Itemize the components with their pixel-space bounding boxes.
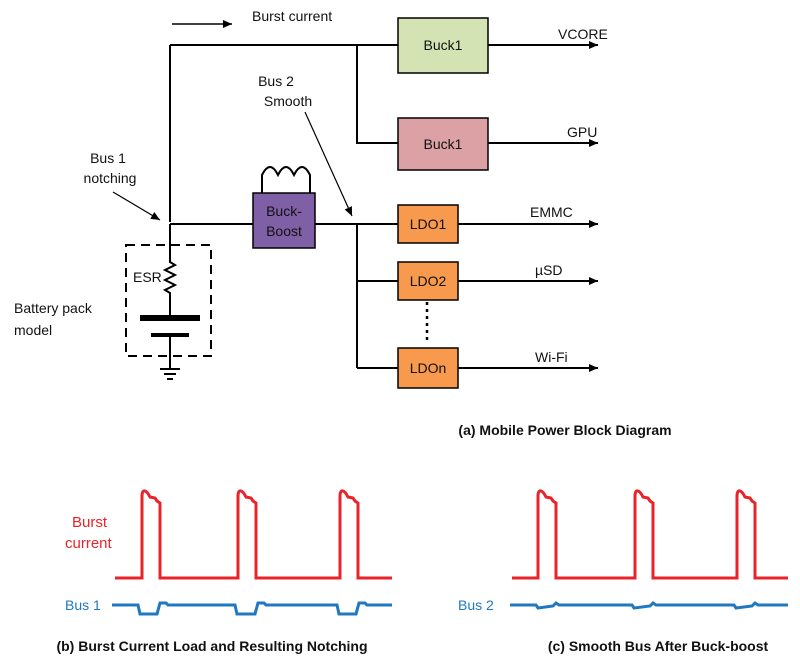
- battery-pack-box: [125, 244, 212, 357]
- ldo2-block: [397, 261, 459, 301]
- buck-boost-label-line1: Buck-: [266, 203, 302, 219]
- bus1-notching-trace: [112, 601, 392, 616]
- gpu-output-label: GPU: [567, 124, 597, 140]
- buck1-gpu-label: Buck1: [424, 136, 463, 152]
- bus1-pointer: [112, 191, 161, 221]
- burst-label-line1: Burst: [72, 514, 108, 531]
- battery-short-plate: [151, 333, 189, 337]
- ldo1-block: [397, 204, 459, 244]
- ground-icon: [160, 337, 180, 380]
- bus2-wave-label: Bus 2: [458, 597, 494, 613]
- labels: Burst current Bus 2 Smooth Bus 1 notchin…: [14, 8, 672, 438]
- buck-boost-label-line2: Boost: [266, 223, 302, 239]
- vcore-output-label: VCORE: [558, 26, 608, 42]
- waveforms: Burst current Bus 1 Bus 2 (b) Burst Curr…: [56, 489, 788, 654]
- model-label: model: [14, 322, 52, 338]
- ldo1-label: LDO1: [410, 216, 447, 232]
- notching-label: notching: [84, 170, 137, 186]
- caption-a: (a) Mobile Power Block Diagram: [458, 422, 671, 438]
- inductor-icon: [261, 166, 311, 193]
- burst-current-trace-left: [115, 489, 392, 580]
- bus2-label: Bus 2: [258, 73, 294, 89]
- buck-boost-block: [252, 192, 316, 249]
- gpu-branch-wire: [356, 45, 398, 144]
- ldo2-label: LDO2: [410, 273, 447, 289]
- burst-label-line2: current: [65, 535, 113, 552]
- output-arrows: [112, 20, 598, 372]
- emmc-output-label: EMMC: [530, 204, 573, 220]
- wifi-output-label: Wi-Fi: [535, 349, 568, 365]
- burst-current-label: Burst current: [252, 8, 332, 24]
- esr-label: ESR: [133, 269, 162, 285]
- caption-b: (b) Burst Current Load and Resulting Not…: [56, 638, 367, 654]
- esr-resistor-icon: [162, 224, 178, 316]
- battery-pack-label: Battery pack: [14, 300, 93, 316]
- buck1-gpu-block: [397, 117, 489, 171]
- wiring: [125, 44, 429, 380]
- smooth-label: Smooth: [264, 93, 312, 109]
- bus2-pointer: [304, 111, 353, 217]
- bus1-label: Bus 1: [90, 150, 126, 166]
- usd-output-label: µSD: [535, 262, 563, 278]
- buck1-top-block: [397, 17, 489, 74]
- bus2-smooth-trace: [510, 601, 788, 610]
- ldon-label: LDOn: [410, 360, 447, 376]
- ldon-block: [397, 347, 459, 389]
- burst-current-trace-right: [512, 489, 788, 580]
- battery-long-plate: [140, 315, 200, 321]
- blocks: Buck1 Buck1 Buck- Boost LDO1 LDO2 LDOn: [252, 17, 489, 389]
- buck1-top-label: Buck1: [424, 37, 463, 53]
- bus1-wave-label: Bus 1: [65, 597, 101, 613]
- caption-c: (c) Smooth Bus After Buck-boost: [548, 638, 769, 654]
